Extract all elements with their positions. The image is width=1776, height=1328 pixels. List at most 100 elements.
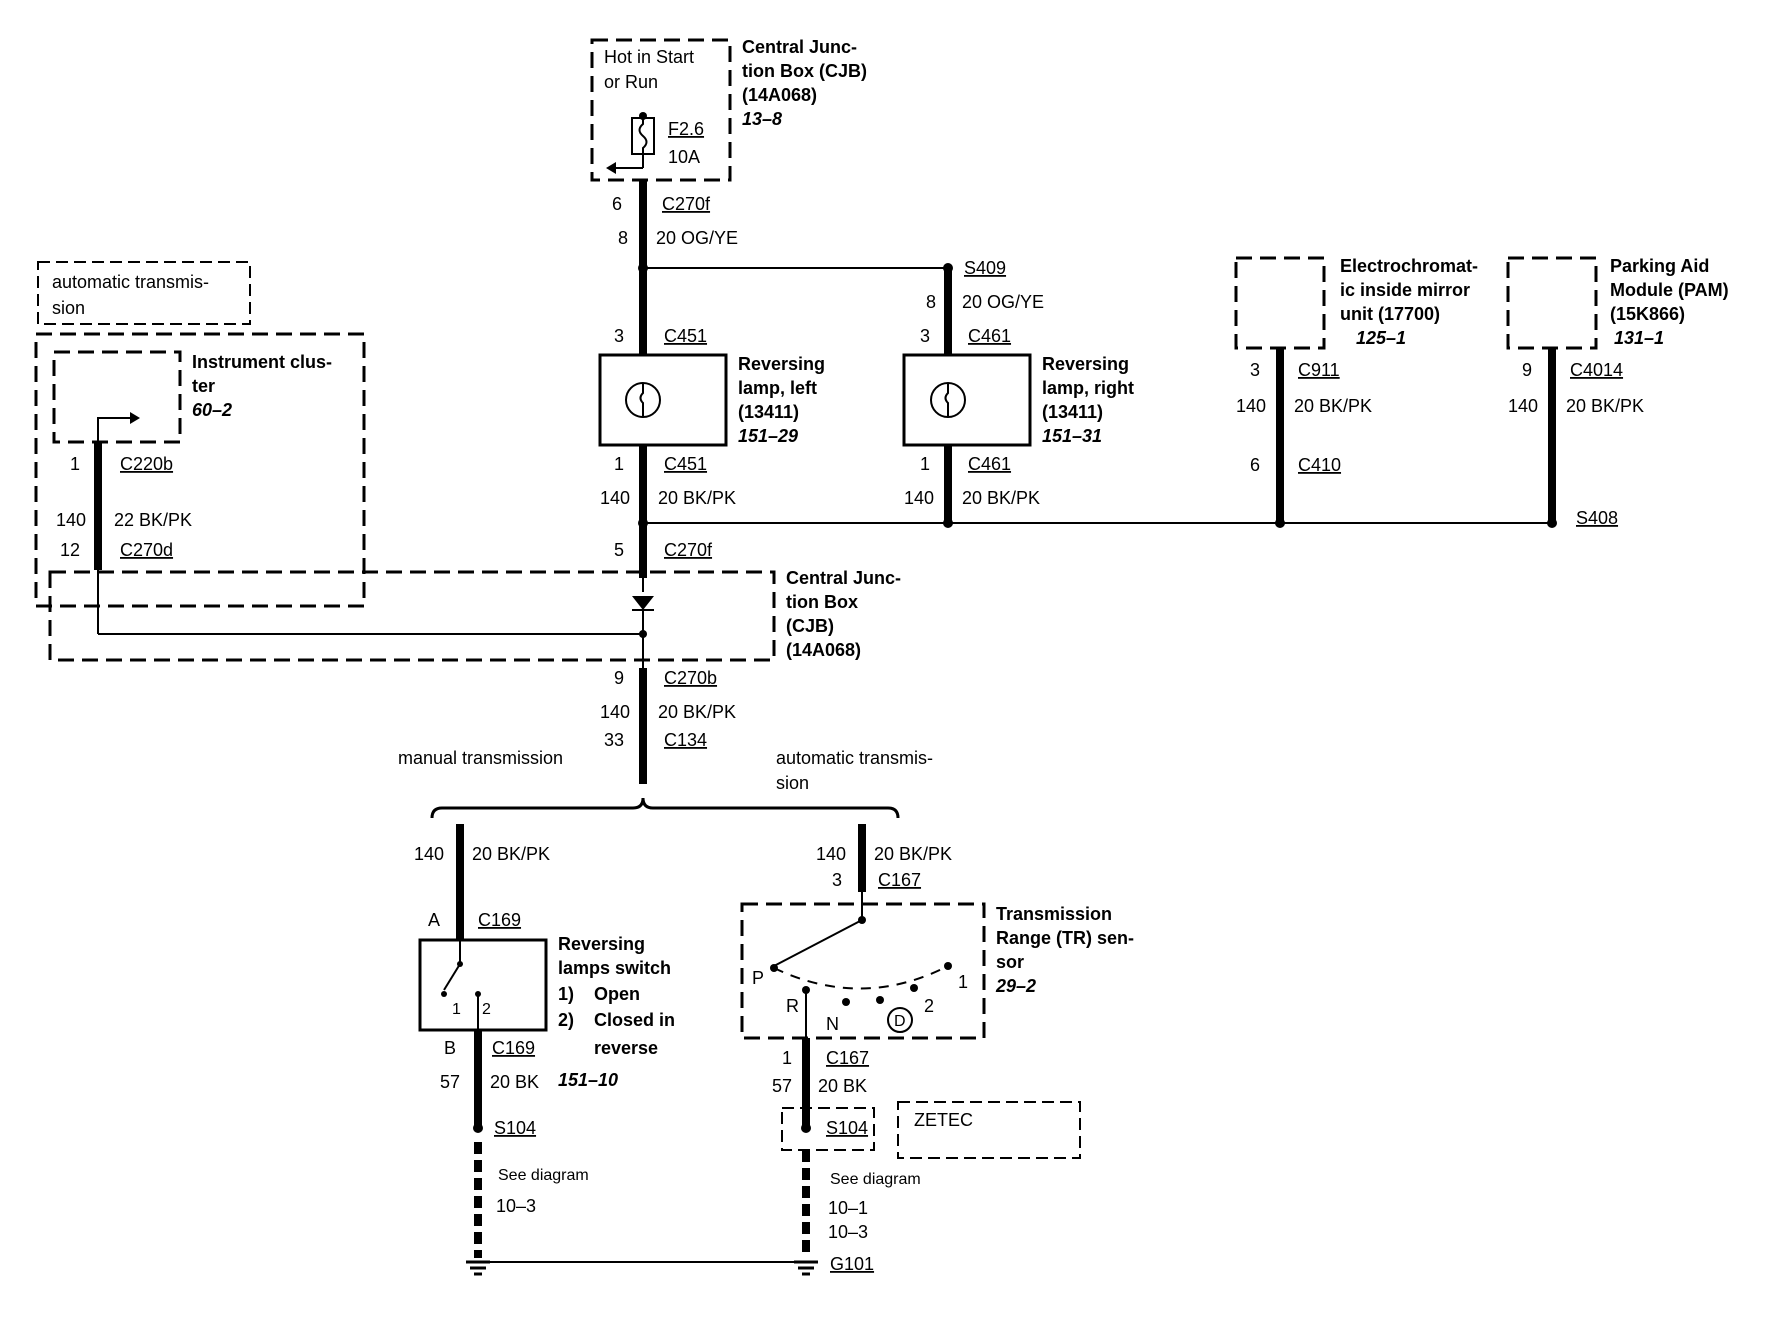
pam-circuit: 140: [1508, 396, 1538, 416]
mirror-title-1: Electrochromat-: [1340, 256, 1478, 276]
c270f-pin2: 8: [618, 228, 628, 248]
lamp-left-conn-bot: C451: [664, 454, 707, 474]
lamp-left-wire: 20 BK/PK: [658, 488, 736, 508]
manual-circuit-b: 57: [440, 1072, 460, 1092]
cjb-top-label: Hot in Start: [604, 47, 694, 67]
cjb-mid-title-3: (CJB): [786, 616, 834, 636]
s409-label: S409: [964, 258, 1006, 278]
switch-item-1n: 1): [558, 984, 574, 1004]
tr-pos-d-circle: [887, 1007, 913, 1033]
lamp-right-box: [902, 353, 1032, 447]
s409-pin: 8: [926, 292, 936, 312]
auto-wire: 20 BK/PK: [874, 844, 952, 864]
manual-ground-icon: [466, 1260, 490, 1276]
branch-auto-2: sion: [776, 773, 809, 793]
auto-see-ref2: 10–3: [828, 1222, 868, 1242]
manual-circuit: 140: [414, 844, 444, 864]
c270b-circuit: 140: [600, 702, 630, 722]
cjb-top-title-2: tion Box (CJB): [742, 61, 867, 81]
cjb-top-title-1: Central Junc-: [742, 37, 857, 57]
mirror-pin2: 6: [1250, 455, 1260, 475]
pam-wire: 20 BK/PK: [1566, 396, 1644, 416]
manual-pin-b: B: [444, 1038, 456, 1058]
fuse-rating: 10A: [668, 147, 700, 167]
tr-ref: 29–2: [995, 976, 1036, 996]
branch-manual: manual transmission: [398, 748, 563, 768]
lamp-right-title-1: Reversing: [1042, 354, 1129, 374]
tr-pos-p: P: [752, 968, 764, 988]
switch-pos2: 2: [482, 1001, 491, 1018]
cjb-top-box: [590, 38, 732, 182]
c270b-wire: 20 BK/PK: [658, 702, 736, 722]
tr-pos-r: R: [786, 996, 799, 1016]
pam-box: [1506, 256, 1598, 350]
mirror-title-2: ic inside mirror: [1340, 280, 1470, 300]
lamp-left-title-3: (13411): [738, 402, 799, 422]
c270b-conn: C270b: [664, 668, 717, 688]
manual-wire-b: 20 BK: [490, 1072, 539, 1092]
mirror-circuit: 140: [1236, 396, 1266, 416]
fuse-id: F2.6: [668, 119, 704, 139]
c270f-conn: C270f: [662, 194, 711, 214]
cluster-title-1: Instrument clus-: [192, 352, 332, 372]
mirror-conn: C911: [1298, 360, 1340, 380]
cjb-mid-title-2: tion Box: [786, 592, 858, 612]
auto-trans-note-2: sion: [52, 298, 85, 318]
tr-title-3: sor: [996, 952, 1024, 972]
auto-trans-note-box: [37, 261, 251, 325]
cluster-conn2: C270d: [120, 540, 173, 560]
auto-splice: S104: [826, 1118, 868, 1138]
cluster-conn: C220b: [120, 454, 173, 474]
cjb-top-title-3: (14A068): [742, 85, 817, 105]
auto-wire-b: 20 BK: [818, 1076, 867, 1096]
tr-pos-d: D: [894, 1013, 906, 1030]
auto-ground-icon: [794, 1260, 818, 1276]
auto-circuit-b: 57: [772, 1076, 792, 1096]
cluster-wire: 22 BK/PK: [114, 510, 192, 530]
cluster-circuit: 140: [56, 510, 86, 530]
lamp-right-conn-bot: C461: [968, 454, 1011, 474]
lamp-left-circuit: 140: [600, 488, 630, 508]
cjb-mid-box: [48, 570, 776, 662]
cjb-top-ref: 13–8: [742, 109, 782, 129]
auto-pin: 3: [832, 870, 842, 890]
mirror-box: [1234, 256, 1326, 350]
switch-title-1: Reversing: [558, 934, 645, 954]
cjb-mid-conn: C270f: [664, 540, 713, 560]
reversing-switch-box: [418, 938, 548, 1032]
lamp-left-box: [598, 353, 728, 447]
pam-title-2: Module (PAM): [1610, 280, 1729, 300]
branch-auto-1: automatic transmis-: [776, 748, 933, 768]
switch-item-3: reverse: [594, 1038, 658, 1058]
auto-trans-note-1: automatic transmis-: [52, 272, 209, 292]
lamp-right-pin-top: 3: [920, 326, 930, 346]
manual-see: See diagram: [498, 1167, 589, 1184]
c270f-pin1: 6: [612, 194, 622, 214]
auto-circuit: 140: [816, 844, 846, 864]
switch-item-1: Open: [594, 984, 640, 1004]
auto-see: See diagram: [830, 1171, 921, 1188]
tr-pos-1: 1: [958, 972, 968, 992]
switch-blade: [443, 963, 461, 991]
auto-see-ref1: 10–1: [828, 1198, 868, 1218]
pam-title-3: (15K866): [1610, 304, 1685, 324]
auto-pin-b: 1: [782, 1048, 792, 1068]
c270b-pin: 9: [614, 668, 624, 688]
cluster-arrow-icon: [130, 412, 140, 424]
lamp-left-ref: 151–29: [738, 426, 798, 446]
lamp-right-title-3: (13411): [1042, 402, 1103, 422]
pam-conn: C4014: [1570, 360, 1623, 380]
lamp-left-pin-top: 3: [614, 326, 624, 346]
fuse-element: [638, 114, 648, 158]
auto-trans-outline: [34, 332, 366, 608]
lamp-left-title-2: lamp, left: [738, 378, 817, 398]
lamp-left-conn-top: C451: [664, 326, 707, 346]
branch-brace: [430, 797, 900, 819]
manual-pin-a: A: [428, 910, 440, 930]
mirror-conn2: C410: [1298, 455, 1341, 475]
lamp-right-wire: 20 BK/PK: [962, 488, 1040, 508]
mirror-wire: 20 BK/PK: [1294, 396, 1372, 416]
c134-pin: 33: [604, 730, 624, 750]
ground-g101: G101: [830, 1254, 874, 1274]
